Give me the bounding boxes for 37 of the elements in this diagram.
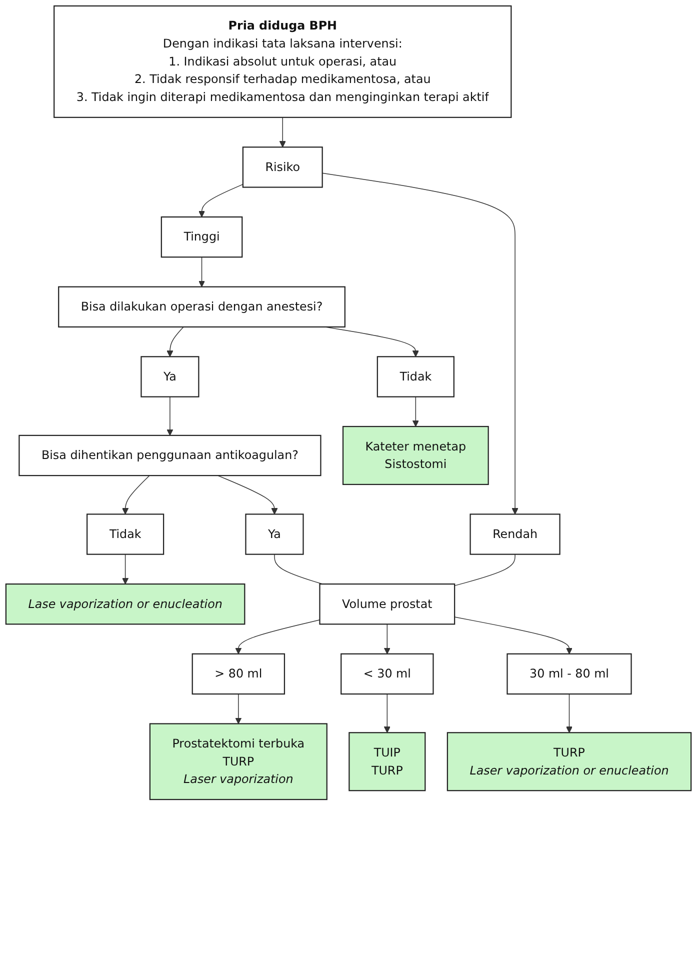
arrow — [166, 396, 174, 436]
node-box: Bisa dihentikan penggunaan antikoagulan? — [18, 434, 322, 476]
node-box: TUIP TURP — [348, 732, 426, 792]
arrow — [166, 326, 184, 357]
arrow — [384, 624, 390, 654]
node-box: Risiko — [242, 146, 323, 188]
arrow — [235, 694, 242, 724]
node-box: Bisa dilakukan operasi dengan anestesi? — [58, 286, 346, 328]
node-box: Kateter menetap Sistostomi — [342, 426, 489, 486]
arrow — [322, 172, 518, 514]
node-box: > 80 ml — [192, 653, 286, 695]
arrow — [122, 475, 150, 514]
node-box: Ya — [140, 356, 200, 398]
node-box: Volume prostat — [319, 583, 456, 625]
node-box: Tidak — [86, 514, 164, 555]
connector — [454, 554, 516, 586]
arrow — [198, 256, 206, 288]
node-box: Prostatektomi terbuka TURP Laser vaporization — [149, 723, 328, 800]
arrow — [412, 396, 419, 427]
arrow — [566, 694, 573, 733]
node-box: < 30 ml — [340, 653, 434, 695]
node-box: 30 ml - 80 ml — [506, 653, 632, 695]
node-box: Tidak — [376, 356, 454, 398]
node-box: Tinggi — [160, 216, 243, 258]
node-box: Pria diduga BPH Dengan indikasi tata laksana intervensi: 1. Indikasi absolut untuk operasi, atau 2. Tidak responsif terhadap medikamentosa, atau 3. Tidak ingin diterapi medikamentosa dan menginginkan terapi aktif — [54, 5, 512, 118]
arrow — [454, 616, 573, 654]
arrow — [384, 694, 390, 733]
arrow — [235, 620, 320, 654]
node-box: Rendah — [470, 514, 560, 555]
arrow — [122, 554, 129, 584]
connector — [274, 554, 323, 584]
arrow — [217, 475, 278, 514]
arrow — [279, 117, 286, 148]
node-box: Lase vaporization or enucleation — [5, 583, 246, 625]
arrow — [198, 184, 244, 218]
node-box: TURP Laser vaporization or enucleation — [446, 732, 692, 792]
node-box: Ya — [245, 514, 304, 555]
